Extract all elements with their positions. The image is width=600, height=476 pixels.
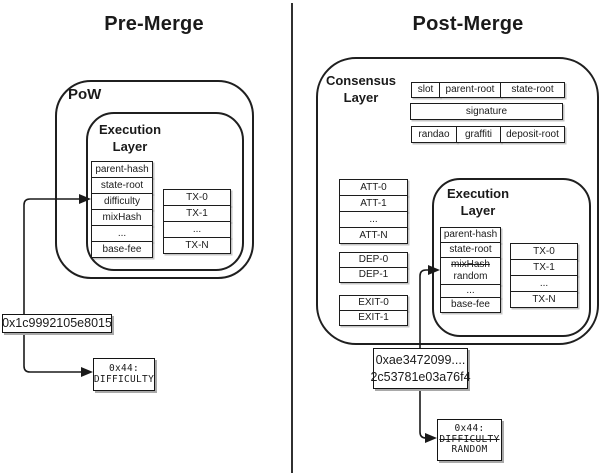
random-value-line1: 0xae3472099....: [375, 352, 466, 367]
deposit-list: DEP-0 DEP-1: [339, 252, 408, 283]
tx-item: ...: [510, 275, 578, 292]
block-header-fields-left: parent-hash state-root difficulty mixHas…: [91, 161, 153, 258]
header-field-parent-hash: parent-hash: [91, 161, 153, 178]
deposit-item: DEP-0: [339, 252, 408, 268]
header-field-mixhash-random: mixHash random: [440, 257, 501, 285]
execution-label-line1: Execution: [446, 186, 510, 201]
random-opcode-box: 0x44: DIFFICULTY RANDOM: [437, 419, 502, 461]
random-value-line2: 2c53781e03a76f4: [370, 369, 471, 384]
deposit-item: DEP-1: [339, 267, 408, 283]
arrowhead-opcode-right: [425, 433, 437, 443]
header-field-state-root: state-root: [440, 242, 501, 258]
beacon-field-signature: signature: [410, 103, 563, 120]
pow-label: PoW: [68, 86, 102, 103]
tx-list-right: TX-0 TX-1 ... TX-N: [510, 243, 578, 308]
beacon-field-parent-root: parent-root: [439, 82, 501, 98]
opcode-name-struck: DIFFICULTY: [439, 433, 500, 445]
execution-label-line2: Layer: [460, 202, 496, 218]
exit-list: EXIT-0 EXIT-1: [339, 295, 408, 326]
header-field-ellipsis: ...: [91, 225, 153, 242]
pow-container: [55, 80, 254, 279]
header-field-difficulty: difficulty: [91, 193, 153, 210]
beacon-field-randao: randao: [411, 126, 457, 143]
beacon-header-row2: signature: [410, 103, 563, 120]
random-label: random: [453, 271, 488, 282]
header-field-base-fee: base-fee: [91, 241, 153, 258]
arrow-line-opcode-left: [23, 331, 82, 373]
consensus-label-line2: Layer: [343, 89, 379, 105]
exit-item: EXIT-1: [339, 310, 408, 326]
attestation-item: ...: [339, 211, 408, 228]
arrowhead-opcode-left: [81, 367, 93, 377]
consensus-layer-container: [316, 57, 599, 345]
mixhash-struck-label: mixHash: [451, 259, 490, 270]
tx-list-left: TX-0 TX-1 ... TX-N: [163, 189, 231, 254]
execution-layer-container-left: [86, 112, 244, 271]
beacon-field-state-root: state-root: [500, 82, 565, 98]
opcode-name-new: RANDOM: [451, 444, 488, 456]
execution-label-line2: Layer: [112, 138, 148, 154]
header-field-parent-hash: parent-hash: [440, 227, 501, 243]
tx-item: ...: [163, 221, 231, 238]
header-field-ellipsis: ...: [440, 284, 501, 298]
tx-item: TX-0: [163, 189, 231, 206]
random-value-box: 0xae3472099.... 2c53781e03a76f4: [370, 348, 471, 389]
tx-item: TX-0: [510, 243, 578, 260]
tx-item: TX-N: [163, 237, 231, 254]
consensus-label-line1: Consensus: [325, 73, 397, 88]
arrow-line-opcode-right: [419, 387, 427, 439]
beacon-header-row3: randao graffiti deposit-root: [411, 126, 565, 143]
opcode-number: 0x44:: [454, 422, 485, 434]
execution-layer-label-left: Execution Layer: [90, 122, 170, 156]
consensus-layer-label: Consensus Layer: [322, 73, 400, 107]
beacon-field-graffiti: graffiti: [456, 126, 501, 143]
tx-item: TX-N: [510, 291, 578, 308]
block-header-fields-right: parent-hash state-root mixHash random ..…: [440, 227, 501, 313]
attestation-list: ATT-0 ATT-1 ... ATT-N: [339, 179, 408, 244]
beacon-field-deposit-root: deposit-root: [500, 126, 565, 143]
header-field-state-root: state-root: [91, 177, 153, 194]
post-merge-title: Post-Merge: [412, 13, 524, 35]
attestation-item: ATT-1: [339, 195, 408, 212]
exit-item: EXIT-0: [339, 295, 408, 311]
difficulty-value: 0x1c9992105e8015: [2, 316, 112, 331]
pre-merge-title: Pre-Merge: [104, 13, 204, 35]
opcode-number: 0x44:: [108, 362, 140, 374]
tx-item: TX-1: [163, 205, 231, 222]
tx-item: TX-1: [510, 259, 578, 276]
execution-layer-label-right: Execution Layer: [438, 186, 518, 220]
beacon-header-row1: slot parent-root state-root: [411, 82, 565, 98]
beacon-field-slot: slot: [411, 82, 440, 98]
difficulty-value-box: 0x1c9992105e8015: [2, 314, 112, 333]
opcode-name: DIFFICULTY: [93, 373, 155, 385]
header-field-mixhash: mixHash: [91, 209, 153, 226]
attestation-item: ATT-N: [339, 227, 408, 244]
attestation-item: ATT-0: [339, 179, 408, 196]
header-field-base-fee: base-fee: [440, 297, 501, 313]
execution-label-line1: Execution: [98, 122, 162, 137]
difficulty-opcode-box: 0x44: DIFFICULTY: [93, 358, 155, 391]
